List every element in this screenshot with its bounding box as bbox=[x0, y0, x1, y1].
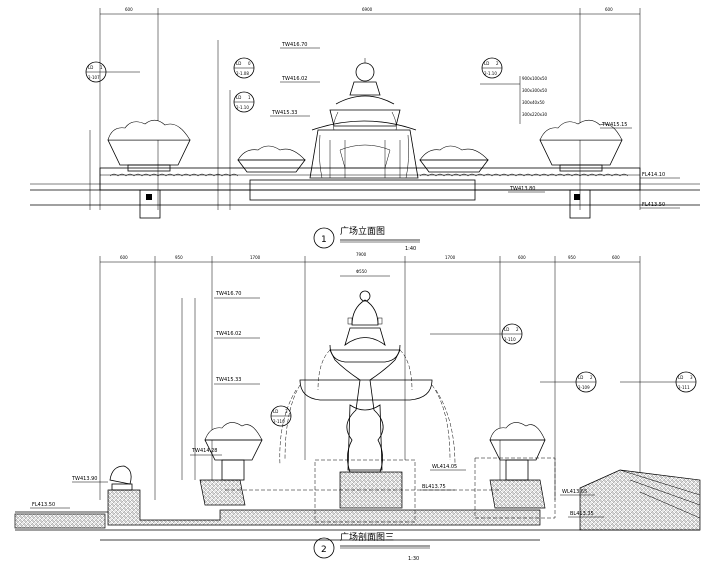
elev-note-4: 300x220x30 bbox=[522, 112, 548, 117]
svg-text:TW413.90: TW413.90 bbox=[71, 476, 98, 482]
sec-dim-5: 600 bbox=[518, 255, 526, 260]
sec-dim-7: 600 bbox=[612, 255, 620, 260]
elev-fl-2: FL413.50 bbox=[640, 202, 680, 209]
sec-level-1: TW416.70 bbox=[214, 291, 260, 299]
detail-tag: LD 3 2-110 bbox=[270, 405, 292, 427]
svg-text:BL413.75: BL413.75 bbox=[422, 484, 446, 490]
elev-note-3: 300x40x50 bbox=[522, 100, 545, 105]
svg-text:TW416.02: TW416.02 bbox=[281, 76, 308, 82]
svg-text:WL414.05: WL414.05 bbox=[432, 464, 457, 470]
svg-text:FL413.50: FL413.50 bbox=[642, 202, 665, 208]
svg-text:LD: LD bbox=[578, 375, 583, 380]
svg-text:FL414.10: FL414.10 bbox=[642, 172, 665, 178]
elev-level-1: TW416.70 bbox=[280, 42, 320, 49]
svg-text:1: 1 bbox=[248, 95, 251, 100]
svg-text:WL413.65: WL413.65 bbox=[562, 489, 587, 495]
svg-text:LD: LD bbox=[273, 409, 278, 414]
svg-text:TW413.80: TW413.80 bbox=[509, 186, 536, 192]
detail-tag: LD 0 2-1.08 bbox=[233, 57, 255, 79]
svg-text:LD: LD bbox=[236, 61, 241, 66]
detail-tag: LD 2 2-110 bbox=[430, 323, 523, 345]
sec-dim-3: 1700 bbox=[250, 255, 261, 260]
svg-text:2-107: 2-107 bbox=[88, 75, 100, 80]
sec-dim-6: 950 bbox=[568, 255, 576, 260]
sec-bl-right: BL413.35 bbox=[568, 511, 604, 518]
elev-note-1: 900x100x50 bbox=[522, 76, 548, 81]
svg-text:TW416.02: TW416.02 bbox=[215, 331, 242, 337]
svg-text:LD: LD bbox=[236, 95, 241, 100]
elev-level-2: TW416.02 bbox=[280, 76, 320, 83]
detail-tag: LD 3 2-111 bbox=[620, 371, 697, 393]
elev-dim-3: 600 bbox=[605, 7, 613, 12]
elev-dim-2: 6900 bbox=[362, 7, 373, 12]
svg-text:3: 3 bbox=[285, 409, 288, 414]
sec-wl: WL414.05 bbox=[430, 464, 466, 471]
sec-tw-left: TW413.90 bbox=[71, 476, 108, 483]
sec-fl-left: FL413.50 bbox=[30, 502, 70, 509]
svg-text:2: 2 bbox=[496, 61, 499, 66]
svg-text:0: 0 bbox=[248, 61, 251, 66]
svg-text:LD: LD bbox=[88, 65, 93, 70]
elev-fl-1: FL414.10 bbox=[640, 172, 680, 179]
section-view: 600 950 1700 1700 600 950 600 7900 Φ550 bbox=[14, 252, 701, 562]
svg-text:LD: LD bbox=[484, 61, 489, 66]
elev-note-2: 300x300x50 bbox=[522, 88, 548, 93]
svg-text:TW416.70: TW416.70 bbox=[215, 291, 242, 297]
detail-tag: LD 1 2-1.10 bbox=[233, 91, 255, 113]
detail-tag: LD 2 2-1.10 bbox=[481, 57, 503, 79]
svg-text:2-110: 2-110 bbox=[504, 337, 516, 342]
detail-tag: LD 1 2-107 bbox=[85, 61, 140, 83]
sec-bl: BL413.75 bbox=[420, 484, 455, 491]
section-title: 广场剖面图三 bbox=[340, 531, 394, 543]
svg-text:BL413.35: BL413.35 bbox=[570, 511, 594, 517]
svg-text:TW415.33: TW415.33 bbox=[215, 377, 242, 383]
svg-text:2-1.08: 2-1.08 bbox=[236, 71, 249, 76]
svg-text:2-1.10: 2-1.10 bbox=[236, 105, 249, 110]
section-marker: 2 bbox=[321, 545, 327, 555]
svg-text:2: 2 bbox=[516, 327, 519, 332]
sec-dim-1: 600 bbox=[120, 255, 128, 260]
sec-dim-inner: Φ550 bbox=[356, 269, 367, 274]
svg-text:2-1.10: 2-1.10 bbox=[484, 71, 497, 76]
svg-text:TW416.70: TW416.70 bbox=[281, 42, 308, 48]
detail-tag: LD 2 2-109 bbox=[540, 371, 597, 393]
elevation-scale: 1:40 bbox=[405, 246, 416, 252]
svg-text:3: 3 bbox=[690, 375, 693, 380]
section-scale: 1:30 bbox=[408, 556, 419, 562]
sec-level-2: TW416.02 bbox=[214, 331, 260, 339]
svg-text:2-111: 2-111 bbox=[678, 385, 690, 390]
elev-note-5: TW415.15 bbox=[601, 122, 628, 128]
elevation-title: 广场立面图 bbox=[340, 225, 385, 237]
sec-level-3: TW415.33 bbox=[214, 377, 260, 385]
sec-dim-2: 950 bbox=[175, 255, 183, 260]
svg-text:2: 2 bbox=[590, 375, 593, 380]
sec-dim-total: 7900 bbox=[356, 252, 367, 257]
svg-text:LD: LD bbox=[504, 327, 509, 332]
elevation-view: 600 6900 600 bbox=[30, 7, 700, 252]
svg-text:TW414.28: TW414.28 bbox=[191, 448, 218, 454]
svg-text:2-110: 2-110 bbox=[273, 419, 285, 424]
sec-level-4: TW414.28 bbox=[190, 448, 222, 456]
svg-text:TW415.33: TW415.33 bbox=[271, 110, 298, 116]
elev-dim-1: 600 bbox=[125, 7, 133, 12]
svg-text:FL413.50: FL413.50 bbox=[32, 502, 55, 508]
sec-wl-right: WL413.65 bbox=[560, 489, 595, 496]
elevation-title-block: 1 广场立面图 1:40 bbox=[313, 225, 420, 252]
svg-text:LD: LD bbox=[678, 375, 683, 380]
elev-level-3: TW415.33 bbox=[270, 110, 310, 117]
svg-text:2-109: 2-109 bbox=[578, 385, 590, 390]
sec-dim-4: 1700 bbox=[445, 255, 456, 260]
section-title-block: 2 广场剖面图三 1:30 bbox=[313, 531, 430, 562]
svg-text:1: 1 bbox=[100, 65, 103, 70]
elevation-marker: 1 bbox=[321, 235, 327, 245]
elev-tw-mid: TW413.80 bbox=[508, 186, 545, 193]
